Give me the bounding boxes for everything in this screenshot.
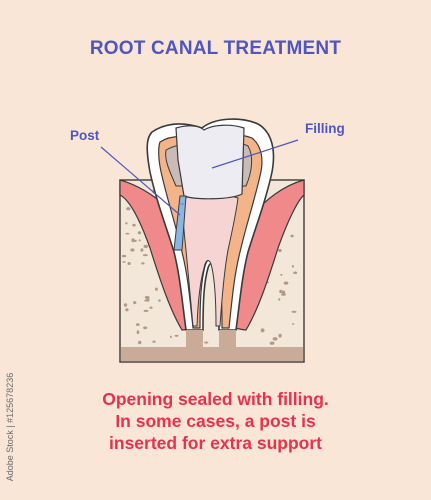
watermark-text: Adobe Stock | #125678236 [5, 372, 15, 482]
bone-dot [281, 293, 286, 296]
bone-dot [149, 306, 153, 309]
bone-dot [278, 248, 282, 253]
filling [175, 124, 245, 200]
bone-dot [283, 281, 289, 285]
caption-line-2: In some cases, a post is [115, 411, 316, 431]
bone-dot [136, 330, 140, 335]
bone-dot [125, 222, 128, 225]
bone-dot [269, 341, 275, 345]
bone-dot [169, 335, 172, 339]
filling-leader-line [211, 139, 299, 169]
bone-dot [293, 271, 298, 275]
bone-dot [131, 238, 135, 243]
bone-dot [278, 333, 282, 338]
bone-dot [174, 334, 179, 337]
bone-dot [152, 340, 156, 343]
bone-dot [133, 301, 137, 305]
bone-dot [132, 223, 136, 227]
bone-dot [125, 232, 130, 235]
bone-dot [290, 234, 294, 238]
bone-dot [144, 295, 150, 299]
filling-label: Filling [305, 121, 345, 136]
caption-line-1: Opening sealed with filling. [102, 389, 329, 409]
bone-dot [155, 287, 158, 291]
bone-dot [138, 340, 142, 345]
post [173, 195, 187, 251]
bone-dot [142, 254, 148, 257]
bone-dot [136, 324, 139, 326]
bone-dot [143, 244, 149, 249]
bone-dot [125, 308, 129, 312]
bone-dot [140, 248, 144, 252]
bone-dot [143, 309, 149, 312]
pulp-canal [182, 194, 239, 327]
bone-dot [278, 298, 281, 301]
post-leader-line [100, 146, 181, 216]
bone-dot [137, 231, 142, 235]
bone-dot [291, 323, 295, 325]
caption: Opening sealed with filling. In some cas… [0, 388, 431, 454]
bone-dot [141, 262, 145, 265]
bone-dot [130, 248, 135, 252]
post-label: Post [70, 128, 100, 143]
bone-dot [138, 239, 141, 242]
bone-dot [122, 254, 127, 258]
bone-dot [260, 328, 265, 333]
bone-dot [123, 303, 128, 307]
bone-dot [143, 326, 148, 330]
bone-dot [291, 310, 297, 313]
bone-dot [291, 265, 294, 268]
caption-line-3: inserted for extra support [109, 433, 322, 453]
bone-dot [158, 299, 161, 302]
bone-dot [122, 261, 126, 263]
bone-dot [204, 341, 209, 344]
bone-dot [133, 239, 137, 243]
bone-dot [279, 289, 283, 294]
diagram-title: ROOT CANAL TREATMENT [89, 38, 342, 59]
watermark: Adobe Stock | #125678236 [4, 360, 16, 496]
bone-dot [272, 337, 278, 341]
bone-dot [126, 207, 131, 211]
bone-dot [127, 262, 131, 265]
bone-dot [280, 273, 283, 276]
